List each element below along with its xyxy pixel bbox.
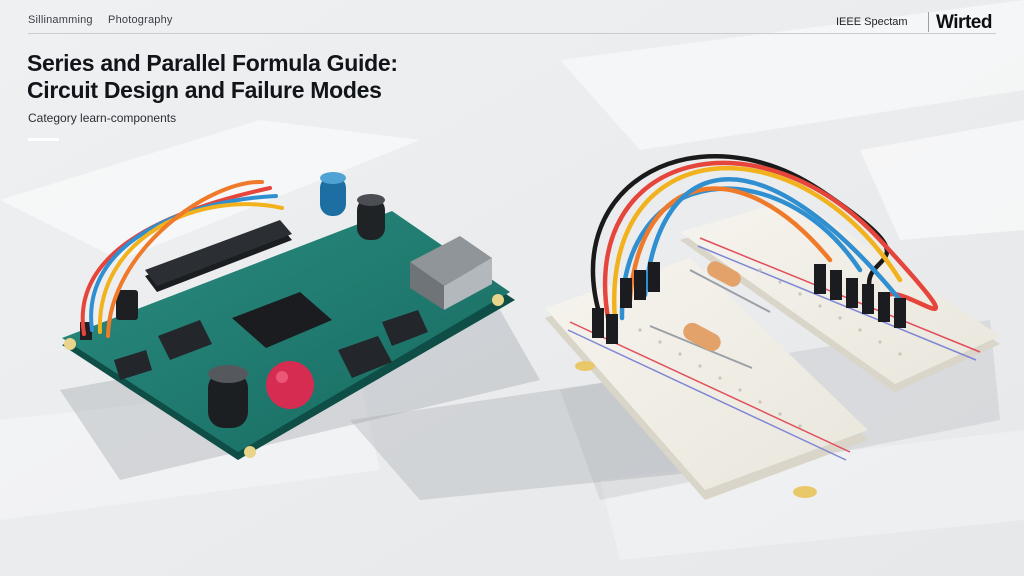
breadboard-jumper-wires [590,154,938,323]
brand-secondary-logo[interactable]: Wirted [936,12,992,33]
accent-underline [28,138,59,141]
nav-link-2[interactable]: Photography [108,14,173,26]
article-title-line-1: Series and Parallel Formula Guide: [27,50,398,76]
top-navigation: Sillinamming Photography [28,14,185,26]
resistors [649,261,771,369]
microcontroller-board [62,172,515,460]
brand-primary[interactable]: IEEE Spectam [836,16,908,28]
article-title: Series and Parallel Formula Guide: Circu… [27,50,547,104]
nav-link-1[interactable]: Sillinamming [28,14,93,26]
wire-plugs [592,262,906,344]
board-jumper-wires [80,179,284,338]
article-title-line-2: Circuit Design and Failure Modes [27,77,382,103]
article-category[interactable]: Category learn-components [28,111,177,125]
header-divider [28,33,996,34]
brand-separator [928,12,929,32]
